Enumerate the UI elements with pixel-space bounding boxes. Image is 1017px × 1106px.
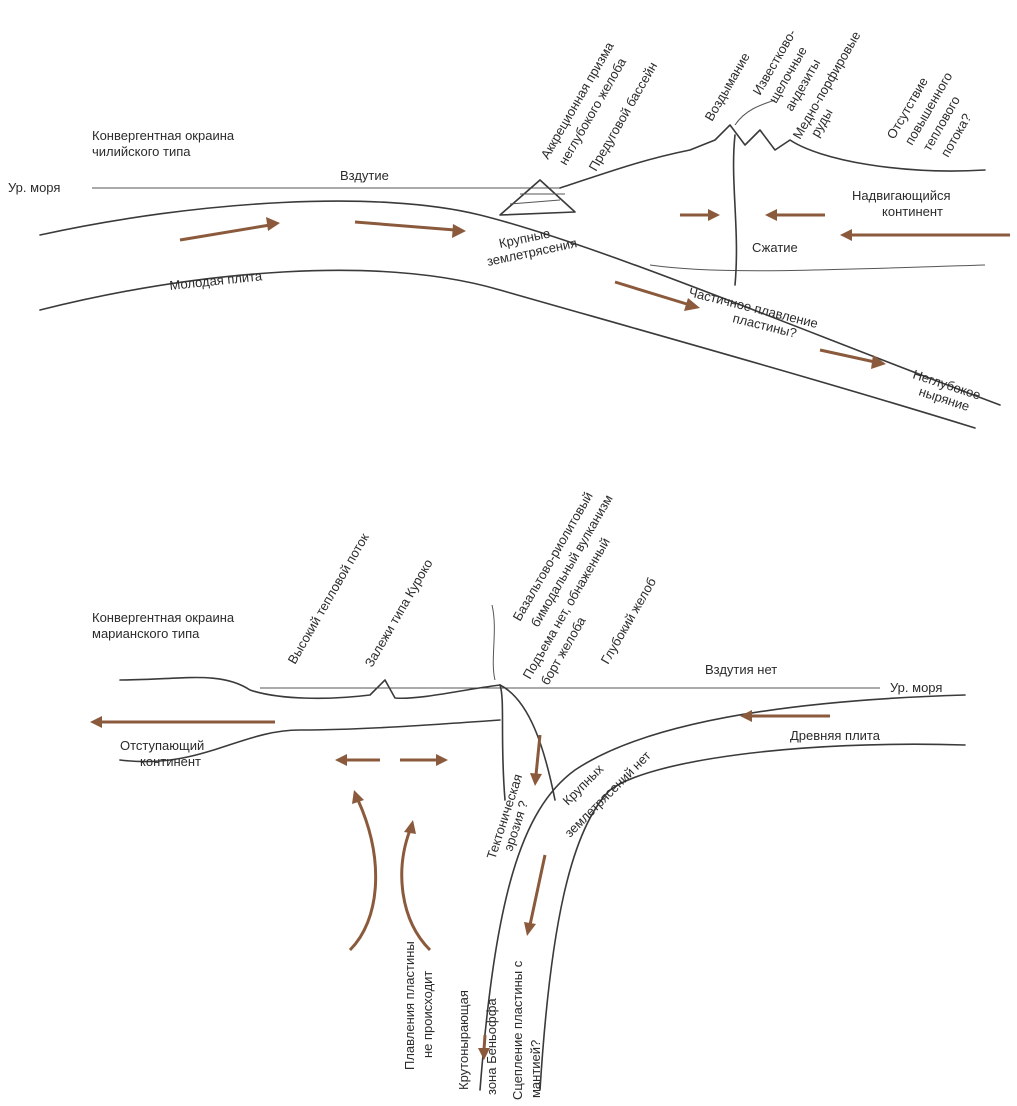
arrowhead xyxy=(530,773,542,786)
arrowhead xyxy=(684,298,700,311)
chile-type-diagram: Конвергентная окраина чилийского типа Ур… xyxy=(8,27,1010,429)
trench-wall xyxy=(499,684,556,801)
arrow xyxy=(528,854,547,926)
ancient-plate-label: Древняя плита xyxy=(790,728,881,743)
arrow xyxy=(614,280,691,307)
accretion-prism xyxy=(499,179,576,216)
steep-benioff-1: Крутонырающая xyxy=(456,990,471,1090)
arrow xyxy=(179,223,271,242)
no-melting-1: Плавления пластины xyxy=(402,941,417,1070)
arrowhead xyxy=(335,754,347,766)
arrow xyxy=(819,348,876,364)
mariana-type-diagram: Конвергентная окраина марианского типа В… xyxy=(90,489,966,1100)
arrow xyxy=(534,734,542,776)
arrowhead xyxy=(352,790,364,804)
bottom-sea-level: Ур. моря xyxy=(890,680,942,695)
arrowhead xyxy=(436,754,448,766)
arrowhead xyxy=(452,224,466,238)
steep-benioff-2: зона Беньоффа xyxy=(484,998,499,1095)
flow-arrows-bottom xyxy=(90,710,830,1060)
continent-top xyxy=(119,676,501,700)
top-title-2: чилийского типа xyxy=(92,144,191,159)
volcano-plume xyxy=(734,99,776,126)
plate-top-line xyxy=(479,694,966,1091)
arrowhead xyxy=(90,716,102,728)
coupling-2: мантией? xyxy=(528,1040,543,1098)
arrowhead xyxy=(740,710,752,722)
young-plate-label: Молодая плита xyxy=(169,268,264,293)
arrowhead xyxy=(708,209,720,221)
prism-hatch xyxy=(509,199,561,205)
bottom-title-1: Конвергентная окраина xyxy=(92,610,235,625)
no-melting-2: не происходит xyxy=(420,971,435,1058)
high-heat-flow-label: Высокий тепловой поток xyxy=(285,530,372,666)
plate-bottom-line xyxy=(539,743,966,1091)
deep-trench-label: Глубокий желоб xyxy=(598,575,659,666)
arrowhead xyxy=(524,922,536,936)
coupling-1: Сцепление пластины с xyxy=(510,960,525,1100)
arrowhead xyxy=(840,229,852,241)
plate-top-line xyxy=(39,200,1001,406)
magma-conduit xyxy=(732,134,738,286)
convection-arrow xyxy=(348,799,378,952)
flow-arrows-top xyxy=(179,209,1010,369)
continent-base-line xyxy=(649,264,986,272)
convection-arrow xyxy=(400,829,432,952)
top-sea-level: Ур. моря xyxy=(8,180,60,195)
arrow xyxy=(482,1034,487,1051)
overriding-continent-1: Надвигающийся xyxy=(852,188,951,203)
retreating-continent-1: Отступающий xyxy=(120,738,204,753)
retreating-continent-2: континент xyxy=(140,754,201,769)
arrowhead xyxy=(266,217,280,231)
bottom-title-2: марианского типа xyxy=(92,626,200,641)
kuroko-label: Залежи типа Куроко xyxy=(362,556,436,669)
plate-bottom-line xyxy=(39,269,976,429)
continent-bottom xyxy=(119,719,501,763)
arrowhead xyxy=(478,1048,490,1060)
arrow xyxy=(354,220,456,232)
no-swell-label: Вздутия нет xyxy=(705,662,777,677)
uplift-label: Воздымание xyxy=(702,50,753,123)
arc-conduit xyxy=(499,684,506,801)
arrowhead xyxy=(765,209,777,221)
swell-label: Вздутие xyxy=(340,168,389,183)
volcano-plume xyxy=(491,604,496,681)
continent-surface xyxy=(559,124,986,189)
overriding-continent-2: континент xyxy=(882,204,943,219)
compression-label: Сжатие xyxy=(752,240,798,255)
arrowhead xyxy=(871,355,886,369)
top-title-1: Конвергентная окраина xyxy=(92,128,235,143)
arrowhead xyxy=(404,820,416,834)
